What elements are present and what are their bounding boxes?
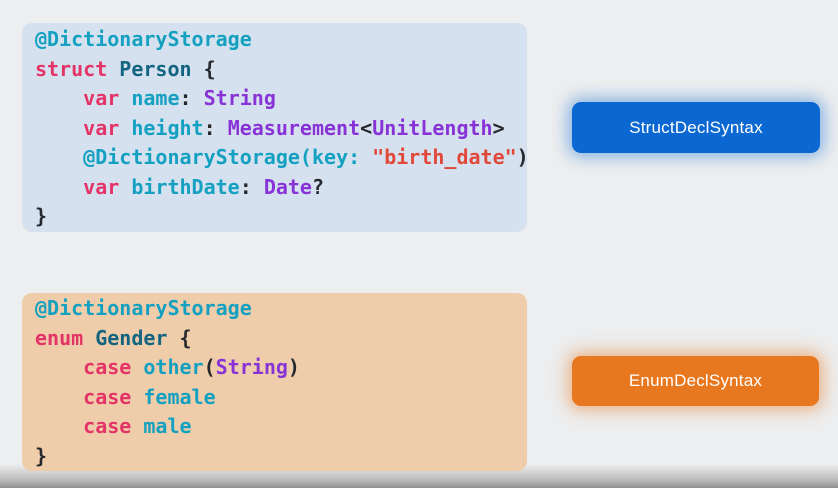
code-token-plain: [35, 385, 83, 409]
code-line: var name: String: [35, 84, 527, 114]
code-token-plain: [35, 355, 83, 379]
code-token-attr: @DictionaryStorage: [35, 296, 252, 320]
code-token-plain: [107, 57, 119, 81]
enum-decl-syntax-label: EnumDeclSyntax: [572, 356, 819, 406]
code-token-type: Date: [263, 174, 312, 199]
code-token-plain: [35, 116, 83, 140]
code-block-enum-gender: @DictionaryStorage enum Gender { case oth…: [22, 293, 527, 471]
code-token-decl: Gender: [95, 325, 168, 350]
code-token-prop: other: [143, 355, 204, 379]
code-line: }: [35, 202, 527, 232]
code-line: case male: [35, 412, 527, 442]
code-token-plain: [35, 86, 83, 110]
code-line: case female: [35, 383, 527, 413]
code-token-str: "birth_date": [372, 145, 517, 169]
code-token-prop: name: [131, 86, 180, 110]
code-token-kw: case: [83, 355, 132, 379]
code-token-kw: var: [83, 86, 120, 110]
code-token-plain: {: [167, 325, 192, 350]
code-token-type: String: [203, 86, 276, 110]
code-token-plain: }: [35, 443, 48, 468]
struct-decl-syntax-label-text: StructDeclSyntax: [629, 117, 763, 137]
code-token-plain: :: [239, 174, 264, 199]
code-token-plain: [119, 116, 131, 140]
code-token-type: String: [215, 355, 288, 379]
enum-decl-syntax-label-text: EnumDeclSyntax: [628, 371, 763, 390]
code-line: var birthDate: Date?: [35, 173, 527, 203]
code-token-plain: ?: [311, 174, 325, 199]
code-token-plain: [119, 175, 131, 199]
code-token-plain: {: [191, 56, 216, 81]
code-token-plain: [35, 175, 83, 199]
code-token-plain: <: [360, 115, 373, 140]
code-token-prop: birthDate: [131, 174, 240, 199]
struct-decl-syntax-label: StructDeclSyntax: [572, 102, 820, 153]
code-block-struct-person: @DictionaryStorage struct Person { var na…: [22, 23, 527, 232]
code-token-plain: (: [203, 355, 216, 379]
code-token-plain: [119, 86, 131, 110]
code-token-type: Measurement: [227, 115, 361, 140]
code-line: @DictionaryStorage(key: "birth_date"): [35, 143, 527, 173]
code-token-kw: enum: [35, 325, 84, 350]
code-line: case other(String): [35, 353, 527, 383]
code-line: struct Person {: [35, 55, 527, 85]
code-token-attr: @DictionaryStorage(key:: [83, 145, 373, 169]
code-line: @DictionaryStorage: [35, 25, 527, 55]
code-token-kw: var: [83, 115, 120, 140]
code-token-prop: height: [131, 115, 204, 140]
code-line: enum Gender {: [35, 324, 527, 354]
code-token-plain: :: [203, 115, 228, 140]
code-token-plain: [35, 414, 83, 438]
code-token-plain: }: [35, 204, 48, 228]
code-token-kw: var: [83, 174, 120, 199]
code-token-plain: [131, 414, 143, 438]
code-token-kw: case: [83, 414, 132, 438]
code-token-attr: @DictionaryStorage: [35, 27, 252, 51]
code-line: @DictionaryStorage: [35, 294, 527, 324]
code-token-type: UnitLength: [372, 115, 493, 140]
code-token-plain: ): [517, 145, 527, 169]
code-token-plain: [83, 326, 95, 350]
code-token-plain: >: [492, 115, 505, 140]
code-token-kw: case: [83, 384, 132, 409]
code-token-plain: ): [287, 355, 300, 379]
code-token-plain: [35, 145, 83, 169]
code-token-plain: [131, 385, 143, 409]
code-token-plain: [131, 355, 143, 379]
code-token-prop: male: [143, 414, 192, 438]
code-token-kw: struct: [35, 56, 108, 81]
code-token-plain: :: [179, 86, 204, 110]
code-token-decl: Person: [119, 56, 192, 81]
code-token-prop: female: [143, 384, 216, 409]
code-line: var height: Measurement<UnitLength>: [35, 114, 527, 144]
code-line: }: [35, 442, 527, 472]
